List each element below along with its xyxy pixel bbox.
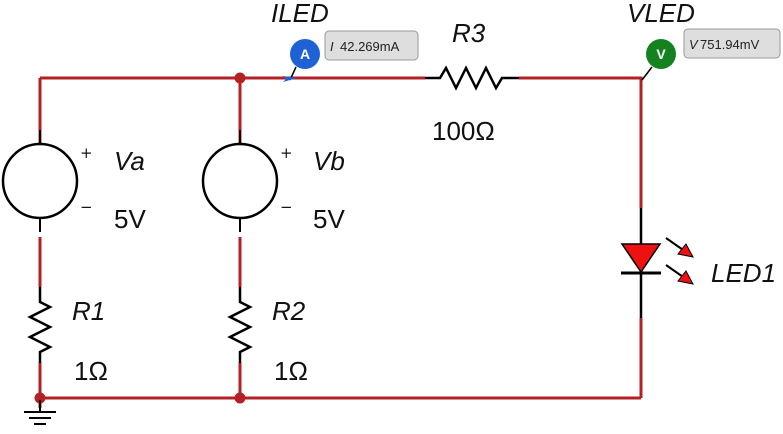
vb-name-label: Vb — [313, 146, 345, 176]
junction-bottom-middle[interactable] — [234, 392, 246, 404]
junctions — [34, 72, 246, 404]
r2-value-label: 1Ω — [274, 356, 308, 386]
voltmeter-letter: V — [656, 46, 666, 62]
va-plus-sign: + — [80, 144, 93, 162]
voltage-source-va[interactable]: + − — [1, 130, 93, 232]
resistor-r2[interactable] — [227, 287, 253, 363]
voltage-probe-prefix: V — [689, 37, 699, 52]
led1[interactable] — [620, 208, 694, 318]
voltage-source-vb[interactable]: + − — [201, 130, 293, 232]
wires — [38, 76, 643, 408]
led1-name-label: LED1 — [711, 258, 776, 288]
r3-name-label: R3 — [452, 18, 486, 48]
r2-name-label: R2 — [272, 296, 306, 326]
va-value-label: 5V — [114, 204, 146, 234]
resistor-r3[interactable] — [425, 65, 519, 91]
voltage-probe[interactable]: V — [641, 39, 676, 81]
resistor-r1[interactable] — [27, 287, 53, 363]
current-probe[interactable]: A — [283, 39, 320, 82]
current-direction-arrow-icon — [283, 76, 297, 82]
voltage-probe-readout[interactable]: V 751.94mV — [683, 28, 781, 59]
wire-r3-to-led[interactable] — [519, 76, 643, 208]
vb-plus-sign: + — [280, 144, 293, 162]
led-emission-arrows-icon — [665, 237, 694, 285]
voltage-probe-reading: 751.94mV — [700, 37, 760, 52]
ground-symbol[interactable] — [24, 400, 56, 425]
va-minus-sign: − — [80, 198, 93, 216]
ammeter-letter: A — [300, 46, 310, 62]
r3-value-label: 100Ω — [432, 116, 495, 146]
current-probe-title: ILED — [271, 0, 329, 28]
current-probe-prefix: I — [330, 39, 334, 54]
voltage-probe-title: VLED — [627, 0, 695, 28]
junction-top-middle[interactable] — [234, 72, 246, 84]
va-name-label: Va — [114, 146, 145, 176]
junction-bottom-left[interactable] — [34, 392, 46, 404]
vb-minus-sign: − — [280, 198, 293, 216]
r1-value-label: 1Ω — [74, 356, 108, 386]
current-probe-readout[interactable]: I 42.269mA — [324, 30, 419, 61]
current-probe-reading: 42.269mA — [340, 39, 400, 54]
vb-value-label: 5V — [313, 204, 345, 234]
r1-name-label: R1 — [72, 296, 105, 326]
